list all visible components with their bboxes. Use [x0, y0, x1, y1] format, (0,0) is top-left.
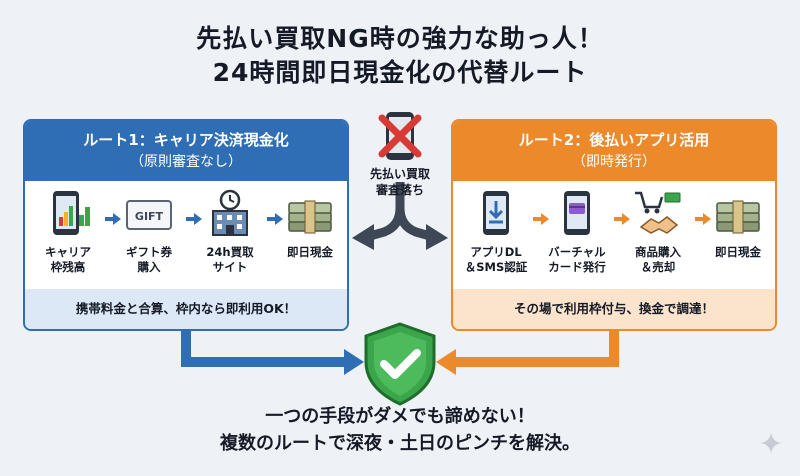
arrow-right-icon — [105, 213, 121, 225]
route1-panel: ルート1：キャリア決済現金化 （原則審査なし） キャリア 枠残高 GIFT ギフ… — [23, 119, 349, 331]
route1-step-cash: 即日現金 — [271, 189, 347, 260]
bottom-line-1: 一つの手段がダメでも諦めない！ — [265, 406, 535, 427]
route2-step-card: バーチャル カード発行 — [538, 189, 616, 275]
arrow-right-icon — [695, 213, 711, 225]
rejected-label: 先払い買取 審査落ち — [369, 167, 430, 197]
route2-step-label: 即日現金 — [715, 245, 761, 259]
split-arrow-right-head — [426, 224, 448, 250]
virtual-card-icon — [564, 191, 590, 235]
route2-header: ルート2：後払いアプリ活用 （即時発行） — [453, 121, 775, 181]
arrow-right-icon — [186, 213, 202, 225]
route2-step-purchase: 商品購入 ＆売却 — [619, 189, 697, 275]
route1-subtitle: （原則審査なし） — [130, 154, 242, 170]
sparkle-icon — [760, 432, 782, 454]
route1-step-carrier: キャリア 枠残高 — [29, 189, 107, 275]
route2-subtitle: （即時発行） — [572, 154, 656, 170]
bottom-line-2: 複数のルートで深夜・土日のピンチを解決。 — [220, 433, 580, 454]
route1-step-label: 24h買取 サイト — [206, 245, 254, 274]
smartphone-chart-icon — [53, 191, 90, 235]
clock-building-icon — [212, 189, 248, 236]
route2-panel: ルート2：後払いアプリ活用 （即時発行） アプリDL ＆SMS認証 バーチャル … — [451, 119, 777, 331]
rejected-node: 先払い買取 審査落ち — [352, 108, 448, 198]
split-arrow-icon — [368, 182, 432, 241]
cart-handshake-icon — [635, 191, 681, 234]
route2-footer: その場で利用枠付与、換金で調達！ — [453, 289, 775, 329]
route1-title: ルート1：キャリア決済現金化 — [83, 131, 289, 149]
route1-step-buyback: 24h買取 サイト — [191, 189, 269, 275]
route2-step-app: アプリDL ＆SMS認証 — [457, 189, 535, 275]
split-arrow-left-head — [352, 224, 374, 250]
route1-header: ルート1：キャリア決済現金化 （原則審査なし） — [25, 121, 347, 181]
route2-step-label: 商品購入 ＆売却 — [635, 245, 681, 274]
bottom-message: 一つの手段がダメでも諦めない！ 複数のルートで深夜・土日のピンチを解決。 — [0, 403, 800, 457]
arrow-right-icon — [533, 213, 549, 225]
cash-stack-icon — [716, 200, 760, 234]
route1-step-label: ギフト券 購入 — [126, 245, 172, 274]
phone-rejected-icon — [378, 112, 422, 160]
route2-flow-arrow — [454, 331, 619, 367]
route2-step-label: バーチャル カード発行 — [548, 245, 606, 274]
shield-check-icon — [364, 322, 436, 406]
arrow-right-icon — [267, 213, 283, 225]
route1-step-gift: GIFT ギフト券 購入 — [110, 189, 188, 275]
headline-line-1: 先払い買取NG時の強力な助っ人！ — [196, 24, 604, 53]
route2-step-cash: 即日現金 — [699, 189, 775, 260]
headline: 先払い買取NG時の強力な助っ人！ 24時間即日現金化の代替ルート — [0, 22, 800, 90]
route1-step-label: キャリア 枠残高 — [45, 245, 91, 274]
route1-footer: 携帯料金と合算、枠内なら即利用OK！ — [25, 289, 347, 329]
route2-title: ルート2：後払いアプリ活用 — [518, 131, 710, 149]
gift-card-icon: GIFT — [126, 200, 172, 230]
arrow-right-icon — [614, 213, 630, 225]
cash-stack-icon — [288, 200, 332, 234]
svg-text:GIFT: GIFT — [135, 210, 164, 223]
headline-line-2: 24時間即日現金化の代替ルート — [212, 58, 588, 87]
route2-step-label: アプリDL ＆SMS認証 — [464, 245, 528, 274]
route1-flow-arrow-head — [344, 349, 364, 375]
route1-step-label: 即日現金 — [287, 245, 333, 259]
route1-flow-arrow — [181, 331, 346, 367]
smartphone-download-icon — [483, 191, 509, 235]
route1-steps: キャリア 枠残高 GIFT ギフト券 購入 24h買取 サイト — [25, 181, 347, 291]
route2-steps: アプリDL ＆SMS認証 バーチャル カード発行 商品購入 ＆売却 — [453, 181, 775, 291]
route2-flow-arrow-head — [436, 349, 456, 375]
